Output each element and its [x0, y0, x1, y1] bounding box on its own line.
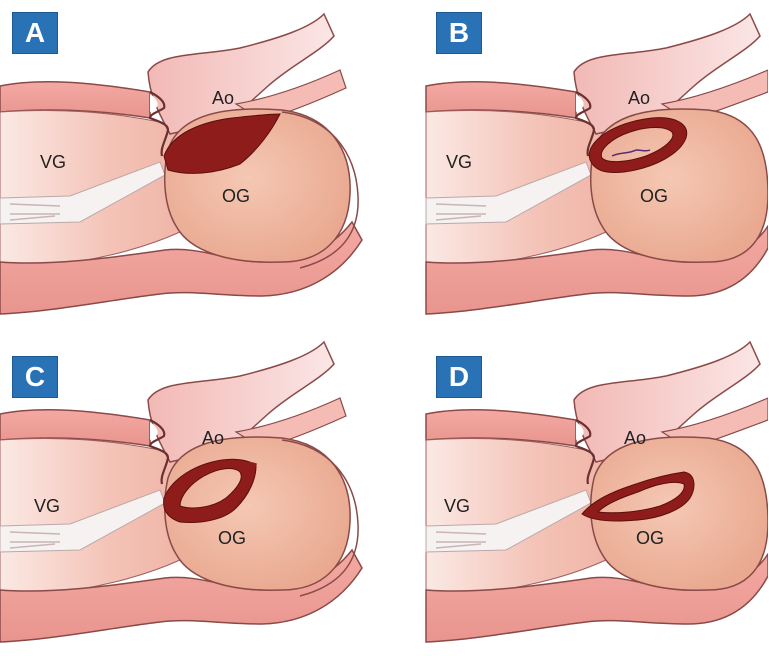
panel-a: A Ao VG OG — [0, 0, 384, 328]
label-left-atrium: OG — [636, 528, 664, 549]
panel-c: C Ao VG OG — [0, 328, 384, 656]
label-left-atrium: OG — [640, 186, 668, 207]
panel-letter-badge: A — [12, 12, 58, 54]
panel-d: D Ao VG OG — [384, 328, 768, 656]
label-left-ventricle: VG — [446, 152, 472, 173]
panel-letter-badge: D — [436, 356, 482, 398]
label-aorta: Ao — [212, 88, 234, 109]
label-aorta: Ao — [628, 88, 650, 109]
label-left-ventricle: VG — [444, 496, 470, 517]
label-left-ventricle: VG — [40, 152, 66, 173]
label-aorta: Ao — [202, 428, 224, 449]
panel-b: B Ao VG OG — [384, 0, 768, 328]
panel-letter-badge: B — [436, 12, 482, 54]
panel-letter-badge: C — [12, 356, 58, 398]
label-left-ventricle: VG — [34, 496, 60, 517]
label-left-atrium: OG — [222, 186, 250, 207]
label-aorta: Ao — [624, 428, 646, 449]
label-left-atrium: OG — [218, 528, 246, 549]
